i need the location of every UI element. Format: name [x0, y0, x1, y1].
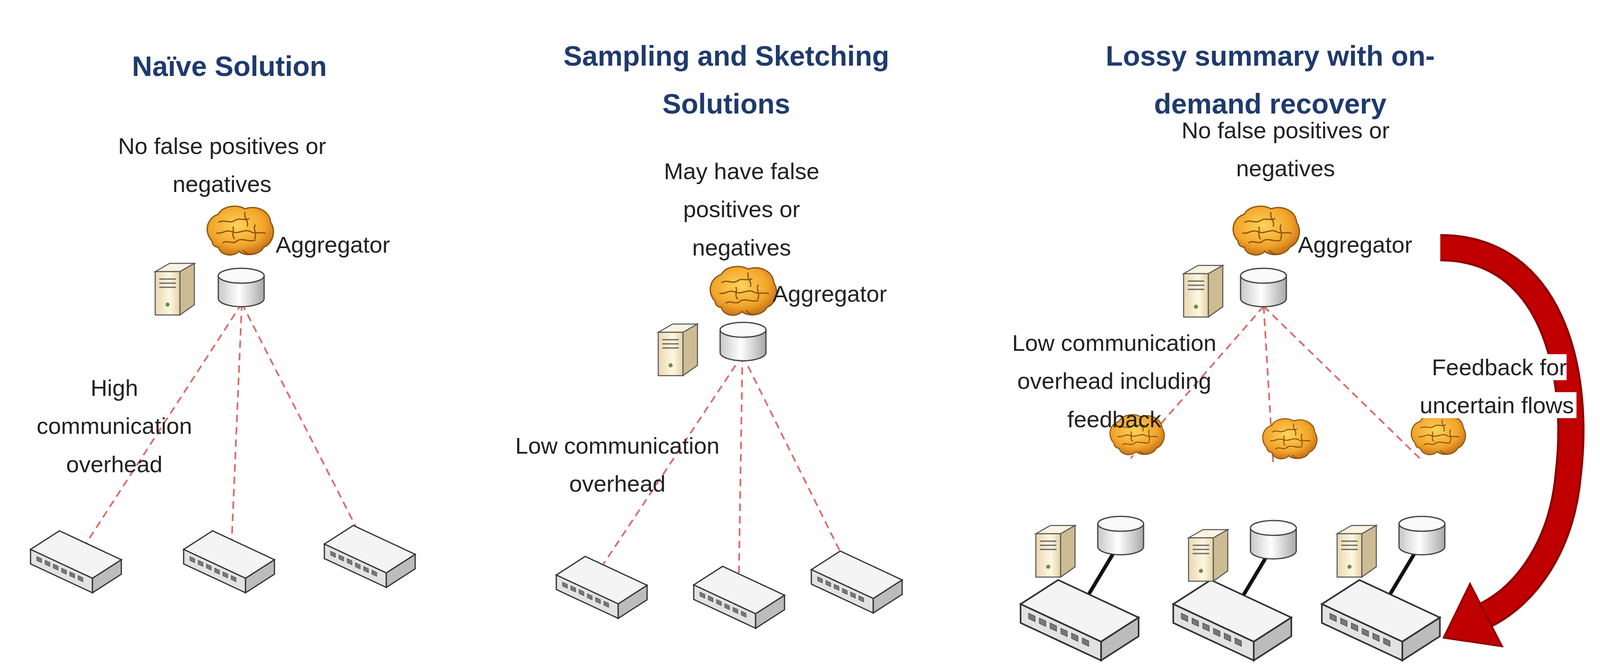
- node-label: Aggregator: [275, 229, 390, 260]
- aggregator-node: Aggregator: [275, 229, 390, 260]
- feedback-arrow: [1440, 247, 1571, 647]
- note-text: High communication overhead: [36, 374, 193, 478]
- aggregator-node: Aggregator: [1297, 229, 1413, 260]
- note-text: Feedback for uncertain flows: [1419, 354, 1577, 419]
- panel-title: Lossy summary with on-demand recovery: [1072, 32, 1469, 128]
- panel-title: Sampling and Sketching Solutions: [563, 40, 890, 120]
- aggregator-node: Aggregator: [772, 278, 887, 310]
- note-text: Low communication overhead: [515, 432, 720, 497]
- note-text: No false positives or negatives: [1176, 111, 1395, 188]
- note-text: May have false positives or negatives: [664, 158, 820, 261]
- note-text: Low communication overhead: [501, 426, 733, 504]
- note-text: No false positives or negatives: [112, 127, 332, 204]
- local-monitors: [1020, 414, 1466, 661]
- panel-title: Naïve Solution: [31, 42, 428, 91]
- note-text: No false positives or negatives: [118, 132, 327, 197]
- note-text: Feedback for uncertain flows: [1399, 348, 1598, 425]
- note-text: Low communication overhead including fee…: [1012, 329, 1217, 433]
- panel-title: Sampling and Sketching Solutions: [528, 32, 925, 128]
- node-label: Aggregator: [1297, 229, 1413, 260]
- panel-title: Lossy summary with on-demand recovery: [1105, 40, 1435, 120]
- note-text: May have false positives or negatives: [648, 152, 835, 267]
- node-label: Aggregator: [772, 278, 887, 310]
- panel-title: Naïve Solution: [132, 50, 327, 82]
- note-text: High communication overhead: [25, 368, 204, 484]
- note-text: No false positives or negatives: [1181, 117, 1390, 182]
- switches: [30, 525, 903, 629]
- dashed-links: [78, 303, 1420, 587]
- note-text: Low communication overhead including fee…: [996, 323, 1232, 439]
